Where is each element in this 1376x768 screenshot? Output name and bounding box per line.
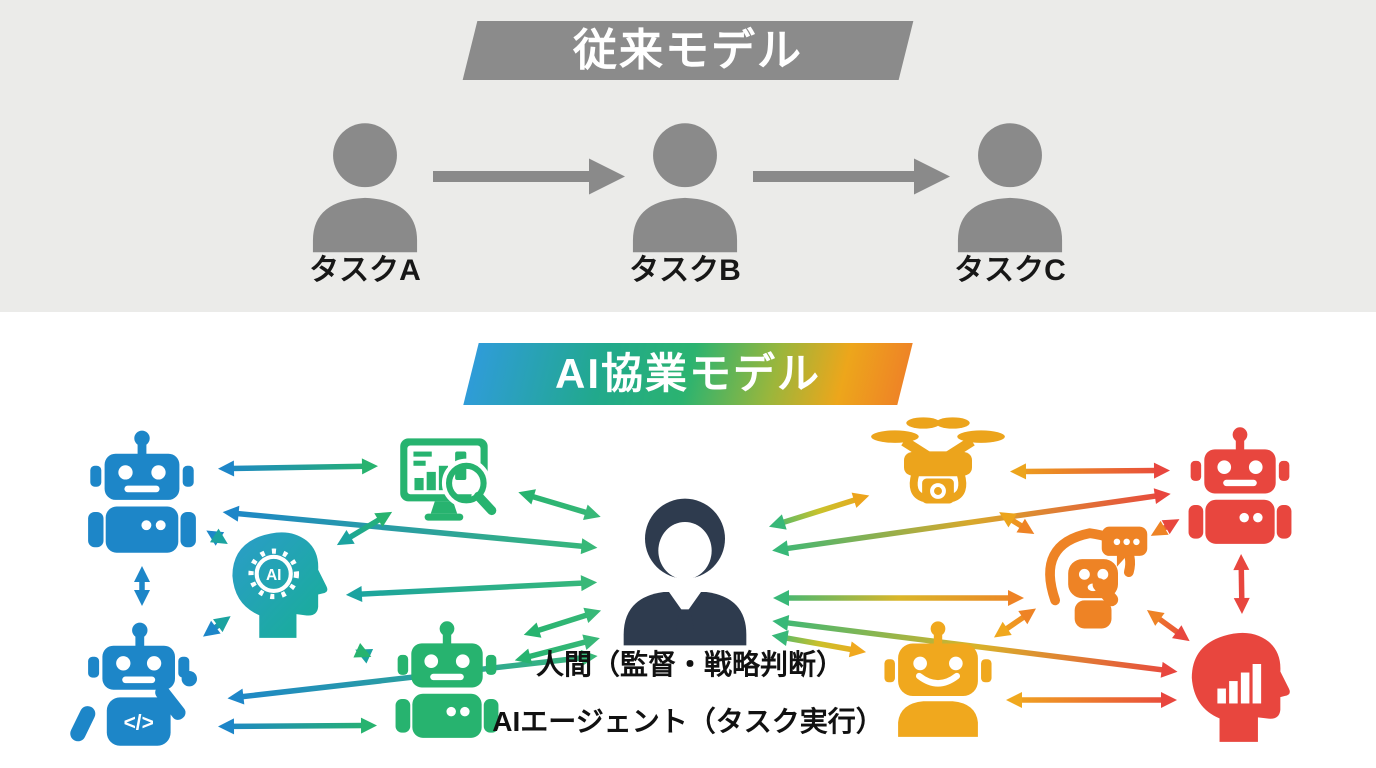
task-a-label: タスクA [309, 254, 421, 287]
human-role-label: 人間（監督・戦略判断） [535, 649, 845, 680]
ai-collab-banner: AI協業モデル [463, 343, 913, 405]
ai-agents-label: AIエージェント（タスク実行） [492, 706, 884, 737]
traditional-banner: 従来モデル [462, 21, 914, 80]
task-b-label: タスクB [629, 254, 741, 287]
ai-collab-banner-label: AI協業モデル [554, 350, 821, 397]
traditional-banner-label: 従来モデル [573, 26, 803, 75]
task-c-label: タスクC [954, 254, 1066, 287]
